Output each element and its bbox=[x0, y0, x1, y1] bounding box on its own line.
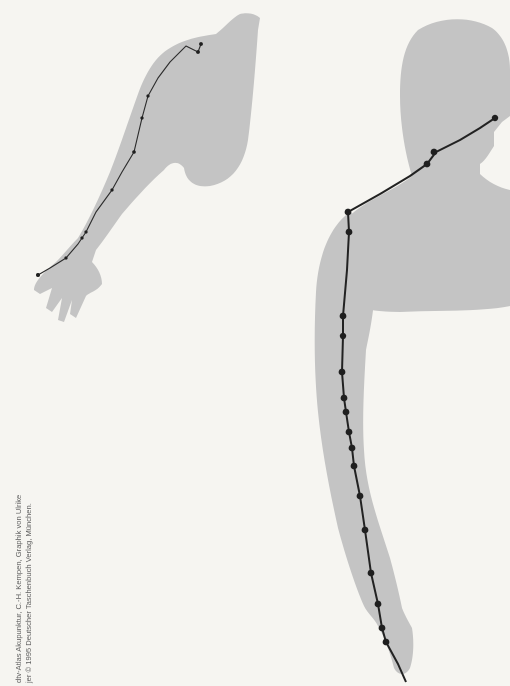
acupoint-dot bbox=[80, 236, 83, 239]
acupoint-dot bbox=[110, 188, 113, 191]
acupoint-dot bbox=[431, 149, 438, 156]
acupoint-dot bbox=[345, 209, 352, 216]
acupoint-dot bbox=[340, 333, 346, 339]
acupoint-dot bbox=[375, 601, 382, 608]
acupoint-dot bbox=[84, 230, 87, 233]
acupoint-dot bbox=[340, 313, 347, 320]
acupoint-dot bbox=[132, 150, 136, 154]
acupoint-dot bbox=[64, 256, 67, 259]
acupoint-dot bbox=[357, 493, 364, 500]
arm-silhouette-small bbox=[34, 13, 260, 322]
acupoint-dot bbox=[196, 50, 200, 54]
acupoint-dot bbox=[492, 115, 498, 121]
acupoint-dot bbox=[346, 229, 353, 236]
acupoint-dot bbox=[199, 42, 203, 46]
image-credit: dtv-Atlas Akupunktur, C.-H. Kempen, Grap… bbox=[14, 495, 34, 683]
credit-line-1: dtv-Atlas Akupunktur, C.-H. Kempen, Grap… bbox=[14, 495, 24, 683]
acupoint-dot bbox=[379, 625, 386, 632]
credit-line-2: jer © 1995 Deutscher Taschenbuch Verlag,… bbox=[24, 495, 34, 683]
acupoint-dot bbox=[351, 463, 358, 470]
acupoint-dot bbox=[146, 94, 149, 97]
acupoint-dot bbox=[424, 161, 431, 168]
acupoint-dot bbox=[36, 273, 40, 277]
acupoint-dot bbox=[339, 369, 346, 376]
acupoint-dot bbox=[368, 570, 375, 577]
acupoint-dot bbox=[349, 445, 356, 452]
acupoint-dot bbox=[341, 395, 348, 402]
arm-figure-small bbox=[34, 13, 260, 322]
head-arm-figure bbox=[315, 19, 510, 682]
acupoint-dot bbox=[383, 639, 390, 646]
acupoint-dot bbox=[140, 116, 143, 119]
acupoint-dot bbox=[346, 429, 353, 436]
acupoint-dot bbox=[362, 527, 369, 534]
acupoint-dot bbox=[343, 409, 350, 416]
